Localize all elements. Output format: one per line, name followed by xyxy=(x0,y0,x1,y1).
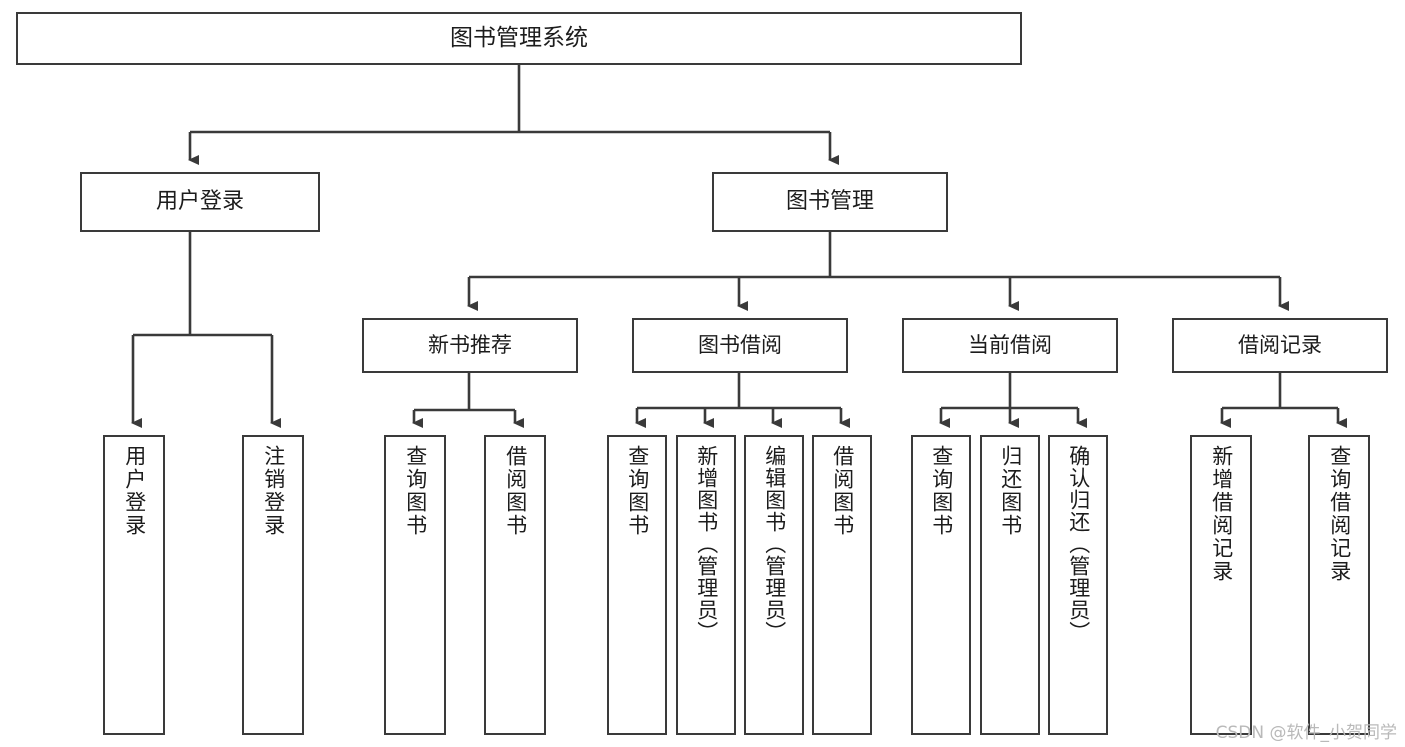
node-label: 查询借阅记录 xyxy=(1327,445,1352,583)
leaf-user-login-login[interactable]: 用户登录 xyxy=(103,435,165,735)
node-root-system[interactable]: 图书管理系统 xyxy=(16,12,1022,65)
node-book-management[interactable]: 图书管理 xyxy=(712,172,948,232)
node-book-borrow[interactable]: 图书借阅 xyxy=(632,318,848,373)
node-label: 查询图书 xyxy=(929,445,954,537)
node-current-borrow[interactable]: 当前借阅 xyxy=(902,318,1118,373)
node-label: 图书管理 xyxy=(785,188,874,214)
leaf-new-book-query[interactable]: 查询图书 xyxy=(384,435,446,735)
node-label: 借阅图书 xyxy=(830,445,855,537)
node-new-book-recommend[interactable]: 新书推荐 xyxy=(362,318,578,373)
node-label: 借阅记录 xyxy=(1238,332,1322,357)
node-label: 用户登录 xyxy=(155,188,244,214)
leaf-book-borrow-edit[interactable]: 编辑图书（管理员） xyxy=(744,435,804,735)
node-borrow-record[interactable]: 借阅记录 xyxy=(1172,318,1388,373)
node-label: 新书推荐 xyxy=(428,332,512,357)
node-label: 当前借阅 xyxy=(968,332,1052,357)
node-label: 查询图书 xyxy=(625,445,650,537)
node-label: 归还图书 xyxy=(998,445,1023,537)
node-label: 注销登录 xyxy=(261,445,286,537)
node-label: 新增借阅记录 xyxy=(1209,445,1234,583)
node-label: 图书借阅 xyxy=(698,332,782,357)
node-label: 用户登录 xyxy=(122,445,147,537)
leaf-book-borrow-add[interactable]: 新增图书（管理员） xyxy=(676,435,736,735)
node-label: 确认归还（管理员） xyxy=(1066,445,1091,643)
leaf-new-book-borrow[interactable]: 借阅图书 xyxy=(484,435,546,735)
leaf-borrow-record-add[interactable]: 新增借阅记录 xyxy=(1190,435,1252,735)
node-label: 图书管理系统 xyxy=(450,24,588,51)
node-label: 查询图书 xyxy=(403,445,428,537)
node-user-login[interactable]: 用户登录 xyxy=(80,172,320,232)
node-label: 借阅图书 xyxy=(503,445,528,537)
leaf-book-borrow-query[interactable]: 查询图书 xyxy=(607,435,667,735)
leaf-current-borrow-return[interactable]: 归还图书 xyxy=(980,435,1040,735)
leaf-current-borrow-query[interactable]: 查询图书 xyxy=(911,435,971,735)
leaf-borrow-record-query[interactable]: 查询借阅记录 xyxy=(1308,435,1370,735)
leaf-user-login-logout[interactable]: 注销登录 xyxy=(242,435,304,735)
node-label: 编辑图书（管理员） xyxy=(762,445,787,643)
leaf-book-borrow-borrow[interactable]: 借阅图书 xyxy=(812,435,872,735)
leaf-current-borrow-confirm[interactable]: 确认归还（管理员） xyxy=(1048,435,1108,735)
node-label: 新增图书（管理员） xyxy=(694,445,719,643)
